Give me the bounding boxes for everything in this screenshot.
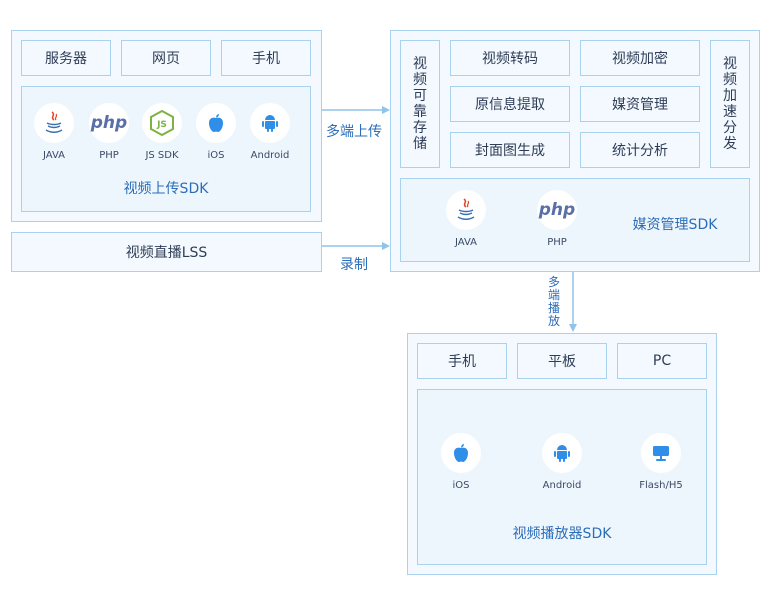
storage-label: 视频可靠存储	[413, 56, 427, 152]
upload-tile-mobile: 手机	[221, 40, 311, 76]
record-arrowhead	[382, 242, 390, 250]
storage-tile: 视频可靠存储	[400, 40, 440, 168]
monitor-icon	[641, 433, 681, 473]
svg-text:JS: JS	[156, 120, 167, 130]
upload-arrowhead	[382, 106, 390, 114]
ios-label: iOS	[452, 480, 470, 491]
stats-tile: 统计分析	[580, 132, 700, 168]
upload-flow-label: 多端上传	[326, 124, 382, 140]
java-label: JAVA	[454, 237, 478, 248]
php-label: PHP	[99, 150, 119, 161]
play-flow-label: 多端播放	[548, 275, 561, 328]
android-label: Android	[250, 150, 290, 161]
apple-icon	[196, 103, 236, 143]
upload-sdk-title: 视频上传SDK	[123, 181, 209, 197]
player-tile-tablet: 平板	[517, 343, 607, 379]
cover-tile: 封面图生成	[450, 132, 570, 168]
java-label: JAVA	[42, 150, 66, 161]
php-icon: php	[89, 103, 129, 143]
android-icon	[542, 433, 582, 473]
player-tile-mobile: 手机	[417, 343, 507, 379]
android-label: Android	[542, 480, 582, 491]
transcode-tile: 视频转码	[450, 40, 570, 76]
player-sdk-title: 视频播放器SDK	[512, 526, 612, 542]
java-icon	[34, 103, 74, 143]
player-sdk-panel	[417, 389, 707, 565]
media-sdk-title: 媒资管理SDK	[632, 217, 718, 233]
player-tile-pc: PC	[617, 343, 707, 379]
live-box: 视频直播LSS	[11, 232, 322, 272]
asset-mgmt-tile: 媒资管理	[580, 86, 700, 122]
encrypt-tile: 视频加密	[580, 40, 700, 76]
php-label: PHP	[547, 237, 567, 248]
metadata-tile: 原信息提取	[450, 86, 570, 122]
ios-label: iOS	[207, 150, 225, 161]
php-icon: php	[537, 190, 577, 230]
upload-tile-web: 网页	[121, 40, 211, 76]
cdn-label: 视频加速分发	[723, 56, 737, 152]
android-icon	[250, 103, 290, 143]
java-icon	[446, 190, 486, 230]
flash-h5-label: Flash/H5	[639, 480, 683, 491]
nodejs-label: JS SDK	[145, 150, 179, 161]
nodejs-icon: JS	[142, 103, 182, 143]
live-label: 视频直播LSS	[125, 245, 208, 261]
apple-icon	[441, 433, 481, 473]
play-arrowhead	[569, 324, 577, 332]
upload-tile-server: 服务器	[21, 40, 111, 76]
record-flow-label: 录制	[340, 257, 368, 273]
cdn-tile: 视频加速分发	[710, 40, 750, 168]
